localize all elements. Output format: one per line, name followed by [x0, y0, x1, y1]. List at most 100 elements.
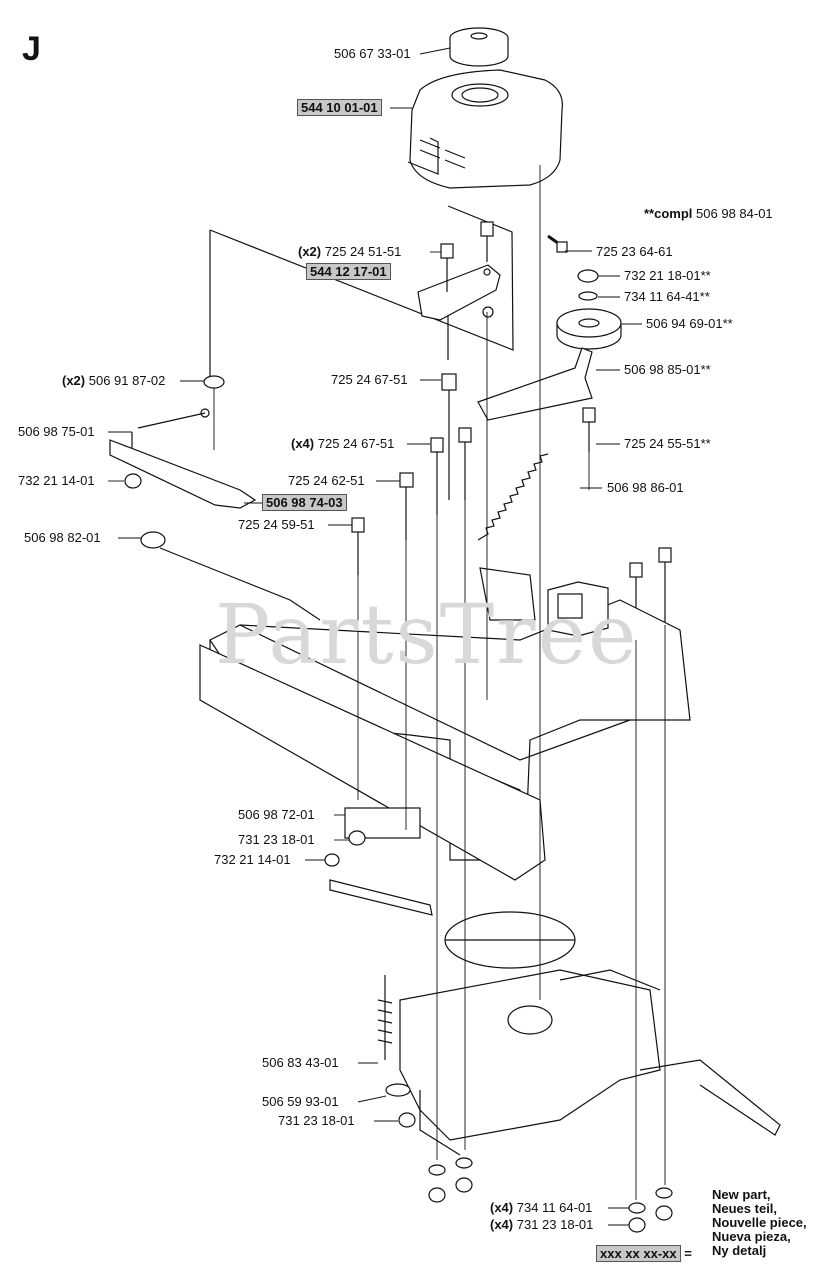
transaxle-assembly	[329, 879, 781, 1156]
bracket-outline	[209, 205, 514, 380]
part-label[interactable]: 506 98 72-01	[238, 807, 315, 823]
part-number: 506 98 75-01	[18, 424, 95, 439]
part-label[interactable]: 506 98 82-01	[24, 530, 101, 546]
part-label[interactable]: (x2) 506 91 87-02	[62, 373, 165, 389]
note-marker: **	[722, 316, 733, 331]
part-number: 731 23 18-01	[278, 1113, 355, 1128]
part-number: 725 24 51-51	[324, 244, 402, 259]
qty: (x2)	[62, 373, 86, 388]
part-number: 506 98 85-01	[624, 362, 701, 377]
bottom-hardware	[428, 1157, 673, 1233]
note-marker: **	[700, 362, 711, 377]
part-label[interactable]: 731 23 18-01	[238, 832, 315, 848]
qty: (x4)	[490, 1200, 514, 1215]
part-number: 734 11 64-01	[516, 1200, 593, 1215]
legend-line: Nueva pieza,	[712, 1229, 791, 1244]
lever-arm	[109, 439, 257, 509]
note-marker: **	[699, 289, 710, 304]
compl-note: **compl 506 98 84-01	[644, 206, 773, 222]
part-number: 731 23 18-01	[238, 832, 315, 847]
part-number-new: 506 98 74-03	[262, 494, 347, 511]
part-label[interactable]: 506 98 74-03	[262, 494, 347, 511]
part-number: 506 91 87-02	[88, 373, 166, 388]
part-label[interactable]: (x4) 725 24 67-51	[291, 436, 394, 452]
part-label[interactable]: 506 67 33-01	[334, 46, 411, 62]
part-number-new: 544 10 01-01	[297, 99, 382, 116]
part-label[interactable]: 725 23 64-61	[596, 244, 673, 260]
part-label[interactable]: 544 10 01-01	[297, 99, 382, 116]
part-number: 732 21 18-01	[624, 268, 701, 283]
part-number: 725 24 67-51	[317, 436, 395, 451]
part-number: 725 24 59-51	[238, 517, 315, 532]
new-part-legend: New part, Neues teil, Nouvelle piece, Nu…	[712, 1188, 807, 1258]
bottom-washer	[385, 1083, 411, 1097]
part-number: 506 98 72-01	[238, 807, 315, 822]
legend-sample: xxx xx xx-xx =	[596, 1245, 692, 1262]
part-label[interactable]: 731 23 18-01	[278, 1113, 355, 1129]
idler-arm	[477, 347, 593, 421]
part-label[interactable]: 506 98 75-01	[18, 424, 95, 440]
part-number: 725 24 62-51	[288, 473, 365, 488]
bumper-bar	[199, 644, 546, 881]
guide-lines	[213, 165, 666, 1200]
legend-line: New part,	[712, 1187, 771, 1202]
part-label[interactable]: 732 21 14-01	[214, 852, 291, 868]
qty: (x2)	[298, 244, 322, 259]
nut	[124, 473, 142, 489]
note-marker: **	[700, 268, 711, 283]
part-label[interactable]: 725 24 59-51	[238, 517, 315, 533]
part-label[interactable]: 506 59 93-01	[262, 1094, 339, 1110]
mounting-frame	[209, 567, 691, 861]
part-number: 725 24 55-51	[624, 436, 701, 451]
part-number: 732 21 14-01	[18, 473, 95, 488]
part-label[interactable]: 506 94 69-01**	[646, 316, 733, 332]
legend-line: Ny detalj	[712, 1243, 767, 1258]
fuel-cap	[449, 27, 509, 67]
washer	[203, 375, 225, 389]
part-number-new: 544 12 17-01	[306, 263, 391, 280]
nut-731	[348, 830, 366, 846]
part-number: 506 98 82-01	[24, 530, 101, 545]
long-bolts	[351, 373, 672, 640]
section-letter: J	[22, 30, 41, 68]
qty: (x4)	[490, 1217, 514, 1232]
part-number: 506 98 86-01	[607, 480, 684, 495]
legend-line: Neues teil,	[712, 1201, 778, 1216]
part-number: 725 24 67-51	[331, 372, 408, 387]
pulley-stack	[547, 234, 622, 350]
legend-line: Nouvelle piece,	[712, 1215, 807, 1230]
nut-732	[324, 853, 340, 867]
part-label[interactable]: 732 21 18-01**	[624, 268, 711, 284]
bolt-pair	[440, 221, 494, 292]
part-number: 725 23 64-61	[596, 244, 673, 259]
part-label[interactable]: 734 11 64-41**	[624, 289, 710, 305]
part-number: 506 67 33-01	[334, 46, 411, 61]
bottom-nut	[398, 1112, 416, 1128]
part-label[interactable]: 732 21 14-01	[18, 473, 95, 489]
part-label[interactable]: (x2) 725 24 51-51	[298, 244, 401, 260]
part-label[interactable]: 725 24 67-51	[331, 372, 408, 388]
part-number: 506 94 69-01	[646, 316, 723, 331]
part-label[interactable]: 506 98 86-01	[607, 480, 684, 496]
compl-prefix: **compl	[644, 206, 693, 221]
part-label[interactable]: 506 98 85-01**	[624, 362, 711, 378]
part-label[interactable]: 725 24 62-51	[288, 473, 365, 489]
watermark: PartsTree	[215, 588, 639, 683]
bolt-bracket	[417, 264, 501, 321]
part-number: 734 11 64-41	[624, 289, 700, 304]
part-label[interactable]: (x4) 734 11 64-01	[490, 1200, 592, 1216]
leader-lines	[108, 47, 642, 1226]
return-spring	[377, 975, 393, 1060]
part-label[interactable]: 506 83 43-01	[262, 1055, 339, 1071]
part-number: 506 59 93-01	[262, 1094, 339, 1109]
part-label[interactable]: (x4) 731 23 18-01	[490, 1217, 593, 1233]
part-number: 731 23 18-01	[516, 1217, 594, 1232]
part-label[interactable]: 544 12 17-01	[306, 263, 391, 280]
hook-rod	[140, 531, 321, 621]
compl-number: 506 98 84-01	[696, 206, 773, 221]
part-label[interactable]: 725 24 55-51**	[624, 436, 711, 452]
legend-sample-box: xxx xx xx-xx	[596, 1245, 681, 1262]
fuel-tank	[407, 69, 563, 189]
qty: (x4)	[291, 436, 315, 451]
